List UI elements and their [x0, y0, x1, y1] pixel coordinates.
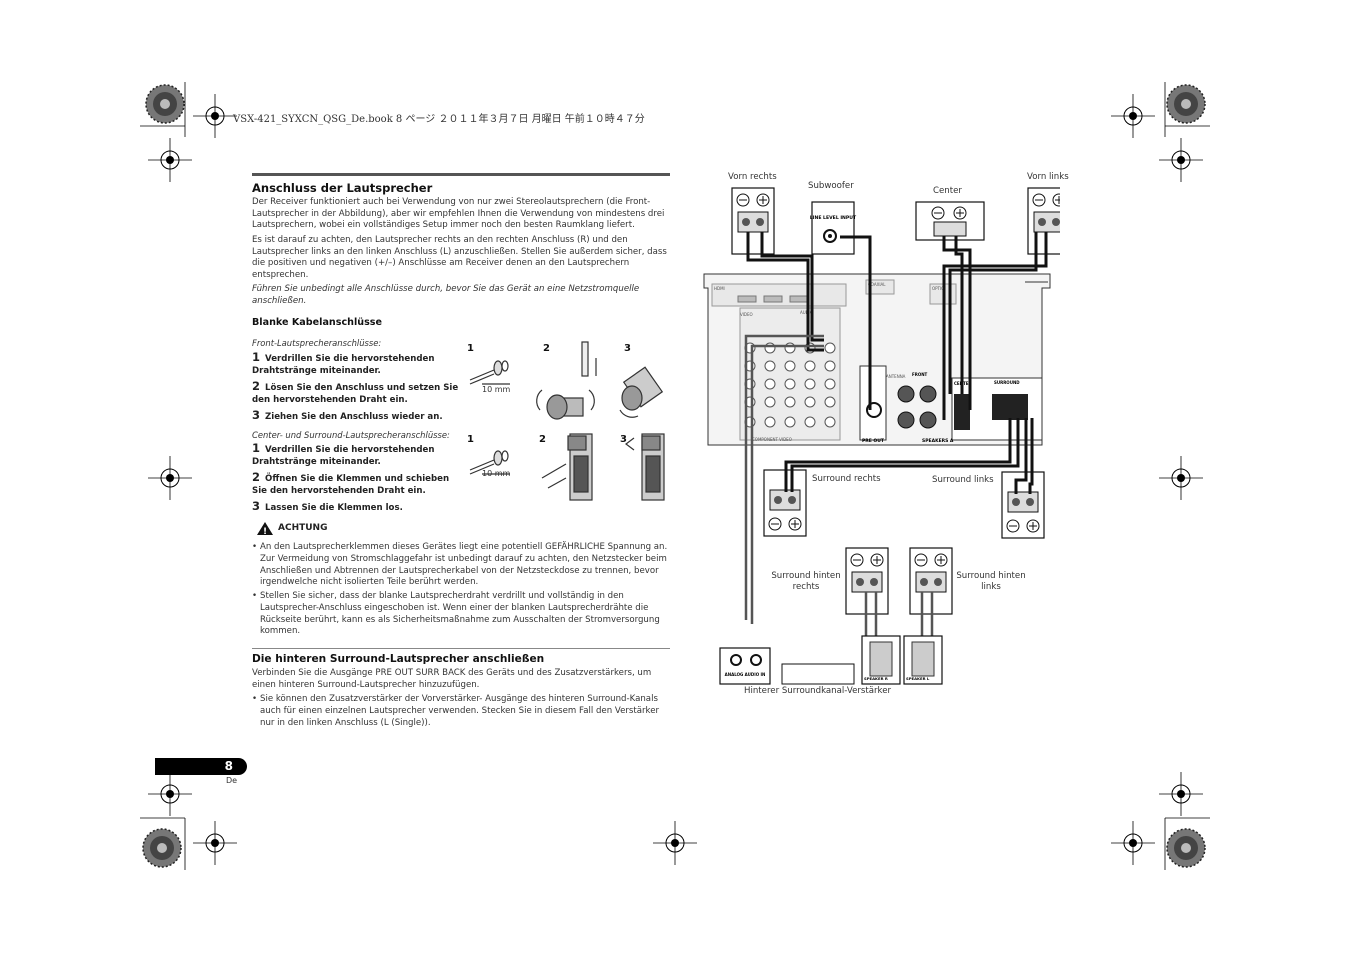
surround-back-amp: ANALOG AUDIO IN SPEAKER R SPEAKER L	[719, 635, 943, 685]
section-title: Die hinteren Surround-Lautsprecher ansch…	[252, 653, 545, 665]
wiring-steps-illustration: 1 2 3 1 2 3 10 mm 10 mm	[467, 341, 665, 501]
svg-text:!: !	[263, 527, 267, 536]
svg-text:HDMI: HDMI	[714, 286, 725, 291]
surround-left-speaker	[1001, 471, 1045, 539]
front-caption: Front-Lautsprecheranschlüsse:	[252, 338, 382, 348]
label-front-right: Vorn rechts	[728, 172, 777, 182]
caution-bullet: An den Lautsprecherklemmen dieses Geräte…	[252, 542, 670, 589]
surround-back-bullet: Sie können den Zusatzverstärker der Vorv…	[252, 694, 670, 729]
fig-number: 2	[543, 343, 550, 354]
note-paragraph: Führen Sie unbedingt alle Anschlüsse dur…	[252, 284, 640, 306]
color-target-icon	[1166, 828, 1206, 868]
svg-text:LINE LEVEL INPUT: LINE LEVEL INPUT	[810, 215, 857, 221]
wire-length-label: 10 mm	[482, 469, 511, 478]
svg-text:ANTENNA: ANTENNA	[886, 374, 906, 379]
svg-text:VIDEO: VIDEO	[740, 312, 753, 317]
language-code: De	[226, 776, 238, 785]
intro-paragraph: Der Receiver funktioniert auch bei Verwe…	[252, 197, 665, 231]
label-subwoofer: Subwoofer	[808, 181, 854, 191]
color-target-icon	[1166, 84, 1206, 124]
section-rule	[252, 648, 670, 649]
label-front-left: Vorn links	[1027, 172, 1069, 182]
caution-bullet: Stellen Sie sicher, dass der blanke Laut…	[252, 591, 670, 638]
print-header: VSX-421_SYXCN_QSG_De.book 8 ページ ２０１１年３月７…	[233, 114, 645, 125]
section-rule	[252, 173, 670, 176]
svg-text:SPEAKER L: SPEAKER L	[906, 676, 930, 681]
center-speaker	[915, 201, 985, 241]
svg-text:SURROUND: SURROUND	[994, 380, 1020, 385]
receiver-rear-panel: HDMI COAXIAL OPTIC VIDEO AUDIO COMPONENT…	[703, 273, 1051, 446]
speaker-wiring-diagram: LINE LEVEL INPUT HDMI COAXIAL OPTIC VIDE…	[703, 187, 1060, 685]
surround-back-paragraph: Verbinden Sie die Ausgänge PRE OUT SURR …	[252, 668, 652, 690]
svg-text:ANALOG AUDIO IN: ANALOG AUDIO IN	[725, 672, 766, 677]
fig-number: 1	[467, 343, 474, 354]
subwoofer: LINE LEVEL INPUT	[810, 201, 857, 255]
svg-text:OPTIC: OPTIC	[932, 286, 944, 291]
warning-icon: !	[257, 522, 273, 536]
svg-text:PRE OUT: PRE OUT	[862, 438, 885, 444]
wire-length-label: 10 mm	[482, 385, 511, 394]
section-title: Anschluss der Lautsprecher	[252, 181, 433, 195]
svg-text:SPEAKERS A: SPEAKERS A	[922, 438, 954, 444]
svg-text:FRONT: FRONT	[912, 372, 928, 377]
label-surround-back-left: Surround hinten links	[956, 571, 1026, 592]
label-back-amp: Hinterer Surroundkanal-Verstärker	[744, 686, 892, 696]
fig-number: 3	[620, 434, 627, 445]
fig-number: 2	[539, 434, 546, 445]
svg-text:COAXIAL: COAXIAL	[868, 282, 886, 287]
subsection-title: Blanke Kabelanschlüsse	[252, 317, 383, 328]
color-target-icon	[142, 828, 182, 868]
front-left-speaker	[1027, 187, 1060, 255]
svg-text:SPEAKER R: SPEAKER R	[864, 676, 888, 681]
label-surround-back-right: Surround hinten rechts	[771, 571, 841, 592]
front-right-speaker	[731, 187, 775, 255]
label-center: Center	[933, 186, 962, 196]
svg-text:COMPONENT VIDEO: COMPONENT VIDEO	[752, 437, 792, 442]
color-target-icon	[145, 84, 185, 124]
fig-number: 3	[624, 343, 631, 354]
page-number-badge: 8	[155, 758, 247, 775]
fig-number: 1	[467, 434, 474, 445]
label-surround-right: Surround rechts	[812, 474, 881, 484]
center-caption: Center- und Surround-Lautsprecheranschlü…	[252, 430, 450, 440]
polarity-paragraph: Es ist darauf zu achten, den Lautspreche…	[252, 235, 667, 281]
caution-title: ACHTUNG	[278, 523, 328, 533]
label-surround-left: Surround links	[932, 475, 994, 485]
